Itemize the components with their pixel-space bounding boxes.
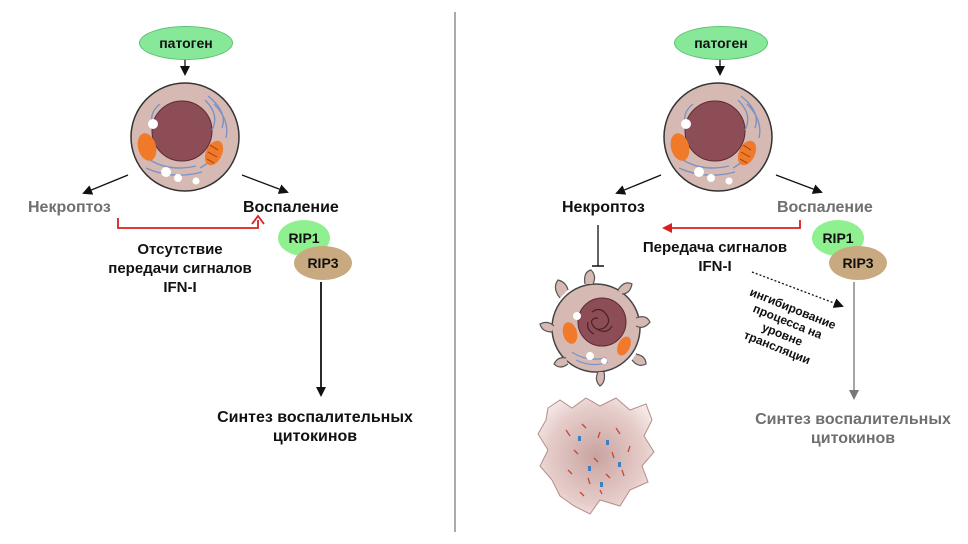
cell-to-necroptosis-arrow-right xyxy=(615,174,662,195)
pathogen-oval-left: патоген xyxy=(139,26,233,60)
inflammation-label-left: Воспаление xyxy=(243,199,339,216)
pathogen-label-left: патоген xyxy=(159,35,213,51)
signal-text-right-line2: IFN-I xyxy=(698,258,732,275)
synthesis-label-left: Синтез воспалительных цитокинов xyxy=(200,408,430,446)
cell-to-inflammation-arrow-left xyxy=(241,174,289,194)
signal-text-left-line2: передачи сигналов xyxy=(108,260,252,277)
signal-arrow-right xyxy=(662,220,801,233)
synthesis-right-line2: цитокинов xyxy=(810,430,896,447)
necroptosis-label-right: Некроптоз xyxy=(562,199,645,216)
synthesis-left-line1: Синтез воспалительных xyxy=(217,409,413,426)
rip3-right: RIP3 xyxy=(829,246,887,280)
pathogen-oval-right: патоген xyxy=(674,26,768,60)
synthesis-left-line2: цитокинов xyxy=(272,428,358,445)
necroptotic-cell-illustration xyxy=(539,269,651,387)
cell-illustration-right xyxy=(663,82,773,192)
signal-text-left: Отсутствие передачи сигналов IFN-I xyxy=(80,240,280,297)
signal-text-right: Передача сигналов IFN-I xyxy=(630,238,800,276)
lysed-cell-debris-illustration xyxy=(537,397,655,515)
inhibition-arrow-left xyxy=(117,218,259,229)
rip3-left: RIP3 xyxy=(294,246,352,280)
inflammation-label-right: Воспаление xyxy=(777,199,873,216)
cell-to-inflammation-arrow-right xyxy=(775,174,823,194)
signal-text-left-line3: IFN-I xyxy=(163,279,197,296)
pathogen-label-right: патоген xyxy=(694,35,748,51)
cell-to-necroptosis-arrow-left xyxy=(82,174,129,195)
necroptosis-label-left: Некроптоз xyxy=(28,199,111,216)
translation-inhibition-arrow xyxy=(751,271,844,308)
cell-illustration xyxy=(130,82,240,192)
synthesis-label-right: Синтез воспалительных цитокинов xyxy=(738,410,968,448)
signal-text-right-line1: Передача сигналов xyxy=(642,239,788,256)
signal-text-left-line1: Отсутствие xyxy=(137,241,223,258)
synthesis-right-line1: Синтез воспалительных xyxy=(755,411,951,428)
